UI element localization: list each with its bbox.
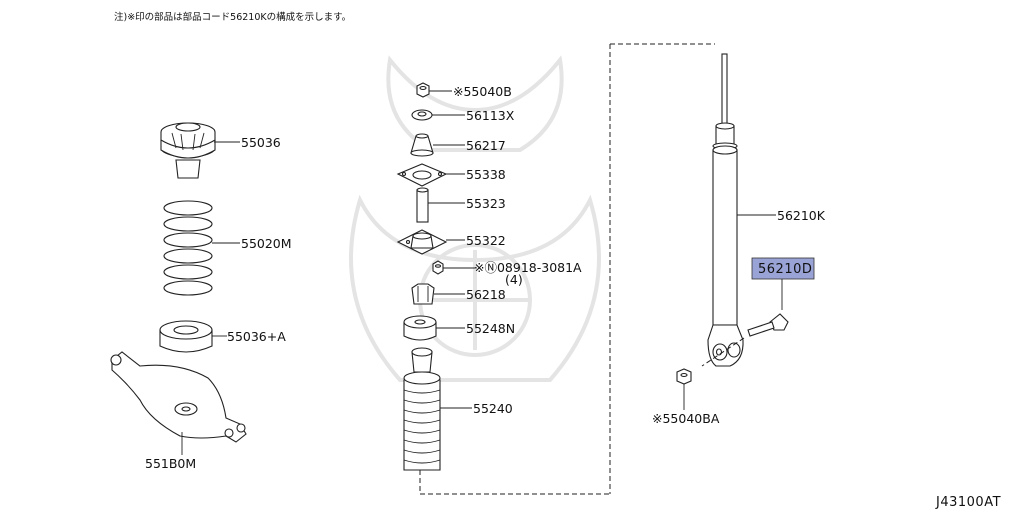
part-55036a[interactable]	[159, 320, 213, 353]
part-56217-bushing[interactable]	[410, 133, 434, 157]
label-55322[interactable]: 55322	[466, 233, 506, 248]
label-56218[interactable]: 56218	[466, 287, 506, 302]
part-55240-boot[interactable]	[403, 347, 441, 471]
label-08918-qty: (4)	[505, 272, 523, 287]
label-55323[interactable]: 55323	[466, 196, 506, 211]
label-08918[interactable]: ※Ⓝ08918-3081A	[474, 260, 582, 275]
part-55040ba-nut[interactable]	[676, 368, 692, 385]
part-55020m-spring[interactable]	[163, 200, 213, 296]
part-08918-nut[interactable]	[432, 260, 444, 275]
label-55040ba[interactable]: ※55040BA	[652, 411, 720, 426]
label-55248n[interactable]: 55248N	[466, 321, 515, 336]
note-text: 注)※印の部品は部品コード56210Kの構成を示します。	[114, 11, 351, 23]
label-55020m[interactable]: 55020M	[241, 236, 292, 251]
bolt-axis	[701, 337, 745, 367]
part-551b0m-arm[interactable]	[110, 351, 247, 443]
part-55323-spacer[interactable]	[416, 187, 429, 223]
diagram-code: J43100AT	[935, 495, 1001, 510]
label-56113x[interactable]: 56113X	[466, 108, 515, 123]
part-56113x-washer[interactable]	[411, 109, 433, 121]
part-55040b-nut[interactable]	[416, 82, 430, 98]
label-55338[interactable]: 55338	[466, 167, 506, 182]
part-55248n[interactable]	[403, 315, 437, 341]
label-55036[interactable]: 55036	[241, 135, 281, 150]
part-56210k-shock[interactable]	[707, 53, 744, 367]
label-56217[interactable]: 56217	[466, 138, 506, 153]
assembly-bracket	[419, 43, 715, 495]
part-55338-gasket[interactable]	[396, 163, 448, 187]
part-56210d-bolt[interactable]	[747, 313, 789, 337]
label-55240[interactable]: 55240	[473, 401, 513, 416]
label-56210d[interactable]: 56210D	[758, 262, 812, 277]
part-56218[interactable]	[411, 283, 435, 305]
label-551b0m[interactable]: 551B0M	[145, 456, 196, 471]
part-55322-mount[interactable]	[396, 229, 448, 255]
highlight-box-56210d	[751, 257, 815, 280]
label-56210k[interactable]: 56210K	[777, 208, 826, 223]
label-55040b[interactable]: ※55040B	[453, 84, 512, 99]
part-55036[interactable]	[160, 122, 216, 179]
label-55036a[interactable]: 55036+A	[227, 329, 286, 344]
